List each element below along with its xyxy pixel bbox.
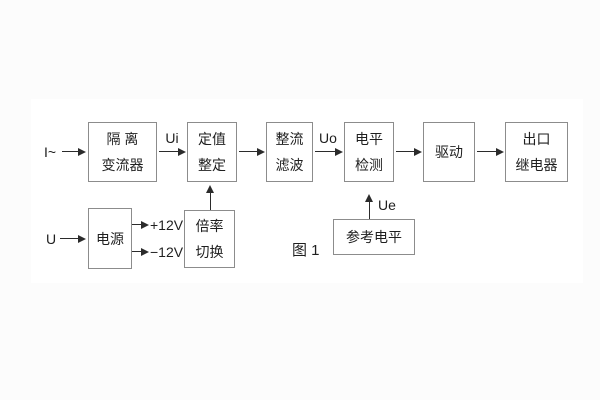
- arrow-head-ui: [178, 148, 186, 156]
- arrow-head-input-current: [78, 148, 86, 156]
- box-label: 检测: [355, 157, 383, 173]
- box-drive: 驱动: [423, 122, 475, 182]
- arrow-line-rail-positive: [132, 224, 142, 225]
- arrow-head-level-drive: [414, 148, 422, 156]
- box-label: 出口: [522, 131, 551, 147]
- arrow-line-uo: [315, 151, 336, 152]
- box-isolation-transformer: 隔 离 变流器: [88, 122, 157, 182]
- input-voltage-label: U: [46, 231, 57, 247]
- box-label: 电平: [355, 131, 383, 147]
- box-label: 参考电平: [346, 229, 402, 245]
- arrow-line-ue: [369, 202, 370, 219]
- arrow-head-ue: [365, 194, 373, 202]
- box-label: 继电器: [515, 157, 558, 173]
- box-label: 整定: [198, 157, 226, 173]
- arrow-line-input-voltage: [60, 238, 78, 239]
- arrow-line-setting-rectify: [239, 151, 258, 152]
- input-current-label: I~: [44, 144, 57, 160]
- rail-negative-label: −12V: [150, 244, 184, 260]
- box-label: 切换: [195, 244, 224, 260]
- box-label: 隔 离: [106, 131, 139, 147]
- box-label: 变流器: [101, 157, 144, 173]
- box-power-supply: 电源: [88, 208, 132, 269]
- arrow-head-drive-relay: [496, 148, 504, 156]
- arrow-line-level-drive: [396, 151, 415, 152]
- box-label: 整流: [275, 131, 304, 147]
- arrow-head-ratio-setting: [206, 185, 214, 193]
- arrow-line-ui: [159, 151, 179, 152]
- signal-ue-label: Ue: [378, 197, 396, 213]
- arrow-head-rail-positive: [141, 221, 149, 229]
- box-ratio-switch: 倍率 切换: [184, 210, 235, 268]
- box-label: 定值: [198, 131, 226, 147]
- signal-ui-label: Ui: [165, 130, 179, 146]
- box-value-setting: 定值 整定: [187, 122, 237, 182]
- rail-positive-label: +12V: [150, 217, 184, 233]
- box-label: 倍率: [195, 218, 224, 234]
- arrow-line-input-current: [62, 151, 79, 152]
- box-label: 驱动: [435, 144, 463, 160]
- arrow-line-ratio-setting: [210, 193, 211, 210]
- box-label: 滤波: [275, 157, 304, 173]
- arrow-head-input-voltage: [78, 235, 86, 243]
- arrow-head-uo: [335, 148, 343, 156]
- box-level-detect: 电平 检测: [344, 122, 394, 182]
- arrow-head-setting-rectify: [257, 148, 265, 156]
- arrow-line-drive-relay: [477, 151, 497, 152]
- box-label: 电源: [96, 230, 124, 247]
- arrow-line-rail-negative: [132, 251, 142, 252]
- box-rectify-filter: 整流 滤波: [266, 122, 313, 182]
- signal-uo-label: Uo: [319, 130, 337, 146]
- box-output-relay: 出口 继电器: [505, 122, 568, 182]
- arrow-head-rail-negative: [141, 248, 149, 256]
- figure-caption: 图 1: [292, 242, 320, 259]
- box-reference-level: 参考电平: [333, 219, 415, 255]
